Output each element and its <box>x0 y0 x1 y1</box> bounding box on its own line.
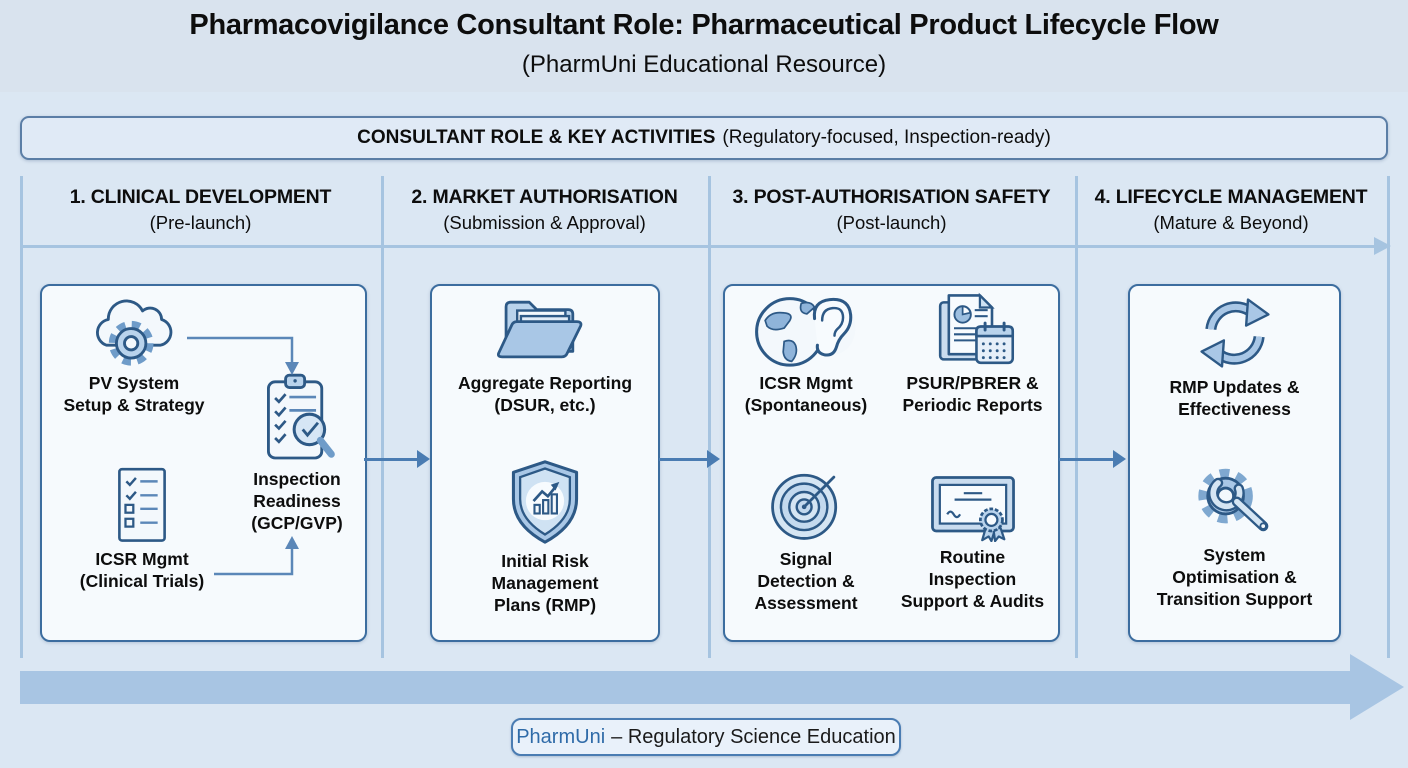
signal-target-icon <box>771 473 838 540</box>
flow-arrow-3-4 <box>1059 458 1113 461</box>
column-divider <box>1387 176 1390 658</box>
flow-arrowhead-1-2 <box>417 450 430 468</box>
item-label: PSUR/PBRER & Periodic Reports <box>902 373 1043 416</box>
footer-text: – Regulatory Science Education <box>611 725 896 748</box>
refresh-arrows-icon <box>1199 298 1270 368</box>
gear-wrench-icon <box>1197 468 1268 532</box>
item-label: ICSR Mgmt (Spontaneous) <box>744 373 868 416</box>
item-label: Routine Inspection Support & Audits <box>900 547 1045 612</box>
item-rmp-updates: RMP Updates & Effectiveness <box>1138 294 1331 420</box>
flow-arrowhead-2-3 <box>707 450 720 468</box>
card-clinical-development: PV System Setup & Strategy Inspection Re… <box>40 284 367 642</box>
shield-chart-icon <box>511 460 579 544</box>
phase-header-2: 2. MARKET AUTHORISATION (Submission & Ap… <box>381 186 708 234</box>
item-icsr-clinical: ICSR Mgmt (Clinical Trials) <box>52 464 232 592</box>
report-calendar-icon <box>938 292 1014 365</box>
checklist-icon <box>118 467 166 542</box>
phase-subtitle: (Pre-launch) <box>149 212 252 233</box>
column-divider <box>708 176 711 658</box>
column-divider <box>20 176 23 658</box>
brand-name: PharmUni <box>516 725 606 748</box>
card-lifecycle-management: RMP Updates & Effectiveness System Optim… <box>1128 284 1341 642</box>
phase-title: 1. CLINICAL DEVELOPMENT <box>69 186 332 208</box>
pharmuni-footer-badge: PharmUni – Regulatory Science Education <box>511 718 901 756</box>
inspection-clipboard-icon <box>267 373 335 460</box>
folder-documents-icon <box>496 300 583 359</box>
item-label: Aggregate Reporting (DSUR, etc.) <box>457 373 633 416</box>
phase-title: 2. MARKET AUTHORISATION <box>411 186 678 208</box>
item-label: PV System Setup & Strategy <box>63 373 205 416</box>
item-label: ICSR Mgmt (Clinical Trials) <box>79 549 205 592</box>
banner-bold-text: CONSULTANT ROLE & KEY ACTIVITIES <box>357 127 716 148</box>
phase-header-4: 4. LIFECYCLE MANAGEMENT (Mature & Beyond… <box>1075 186 1387 234</box>
column-divider <box>381 176 384 658</box>
cloud-gear-icon <box>96 299 173 366</box>
item-psur-pbrer: PSUR/PBRER & Periodic Reports <box>887 292 1058 416</box>
consultant-role-banner: CONSULTANT ROLE & KEY ACTIVITIES (Regula… <box>20 116 1388 160</box>
phase-header-3: 3. POST-AUTHORISATION SAFETY (Post-launc… <box>708 186 1075 234</box>
certificate-icon <box>930 476 1015 542</box>
phase-subtitle: (Post-launch) <box>836 212 947 233</box>
phase-timeline-line <box>20 245 1376 248</box>
page-subtitle: (PharmUni Educational Resource) <box>521 51 887 78</box>
page-title: Pharmacovigilance Consultant Role: Pharm… <box>189 9 1219 41</box>
item-label: Inspection Readiness (GCP/GVP) <box>251 469 343 534</box>
phase-timeline-arrowhead <box>1374 237 1391 255</box>
lifecycle-arrow-body <box>20 671 1350 704</box>
title-band <box>0 0 1408 92</box>
item-label: RMP Updates & Effectiveness <box>1169 377 1300 420</box>
item-label: Initial Risk Management Plans (RMP) <box>491 551 599 616</box>
item-routine-inspection: Routine Inspection Support & Audits <box>887 472 1058 613</box>
card-post-authorisation-safety: ICSR Mgmt (Spontaneous) <box>723 284 1060 642</box>
item-aggregate-reporting: Aggregate Reporting (DSUR, etc.) <box>441 292 649 416</box>
flow-arrow-1-2 <box>364 458 417 461</box>
globe-ear-icon <box>755 297 856 367</box>
phase-title: 4. LIFECYCLE MANAGEMENT <box>1094 186 1368 208</box>
item-initial-rmp: Initial Risk Management Plans (RMP) <box>441 458 649 617</box>
lifecycle-arrow-head <box>1350 654 1404 720</box>
flow-arrowhead-3-4 <box>1113 450 1126 468</box>
item-icsr-spontaneous: ICSR Mgmt (Spontaneous) <box>725 292 887 416</box>
column-divider <box>1075 176 1078 658</box>
phase-title: 3. POST-AUTHORISATION SAFETY <box>732 186 1051 208</box>
phase-subtitle: (Mature & Beyond) <box>1153 212 1309 233</box>
card-market-authorisation: Aggregate Reporting (DSUR, etc.) Initial… <box>430 284 660 642</box>
item-label: System Optimisation & Transition Support <box>1156 545 1313 610</box>
item-label: Signal Detection & Assessment <box>754 549 858 614</box>
item-signal-detection: Signal Detection & Assessment <box>725 466 887 615</box>
phase-subtitle: (Submission & Approval) <box>443 212 646 233</box>
phase-header-1: 1. CLINICAL DEVELOPMENT (Pre-launch) <box>20 186 381 234</box>
flow-arrow-2-3 <box>659 458 707 461</box>
item-inspection-readiness: Inspection Readiness (GCP/GVP) <box>234 372 360 535</box>
banner-regular-text: (Regulatory-focused, Inspection-ready) <box>722 127 1051 148</box>
item-system-optimisation: System Optimisation & Transition Support <box>1138 454 1331 611</box>
item-pv-system: PV System Setup & Strategy <box>44 290 224 416</box>
